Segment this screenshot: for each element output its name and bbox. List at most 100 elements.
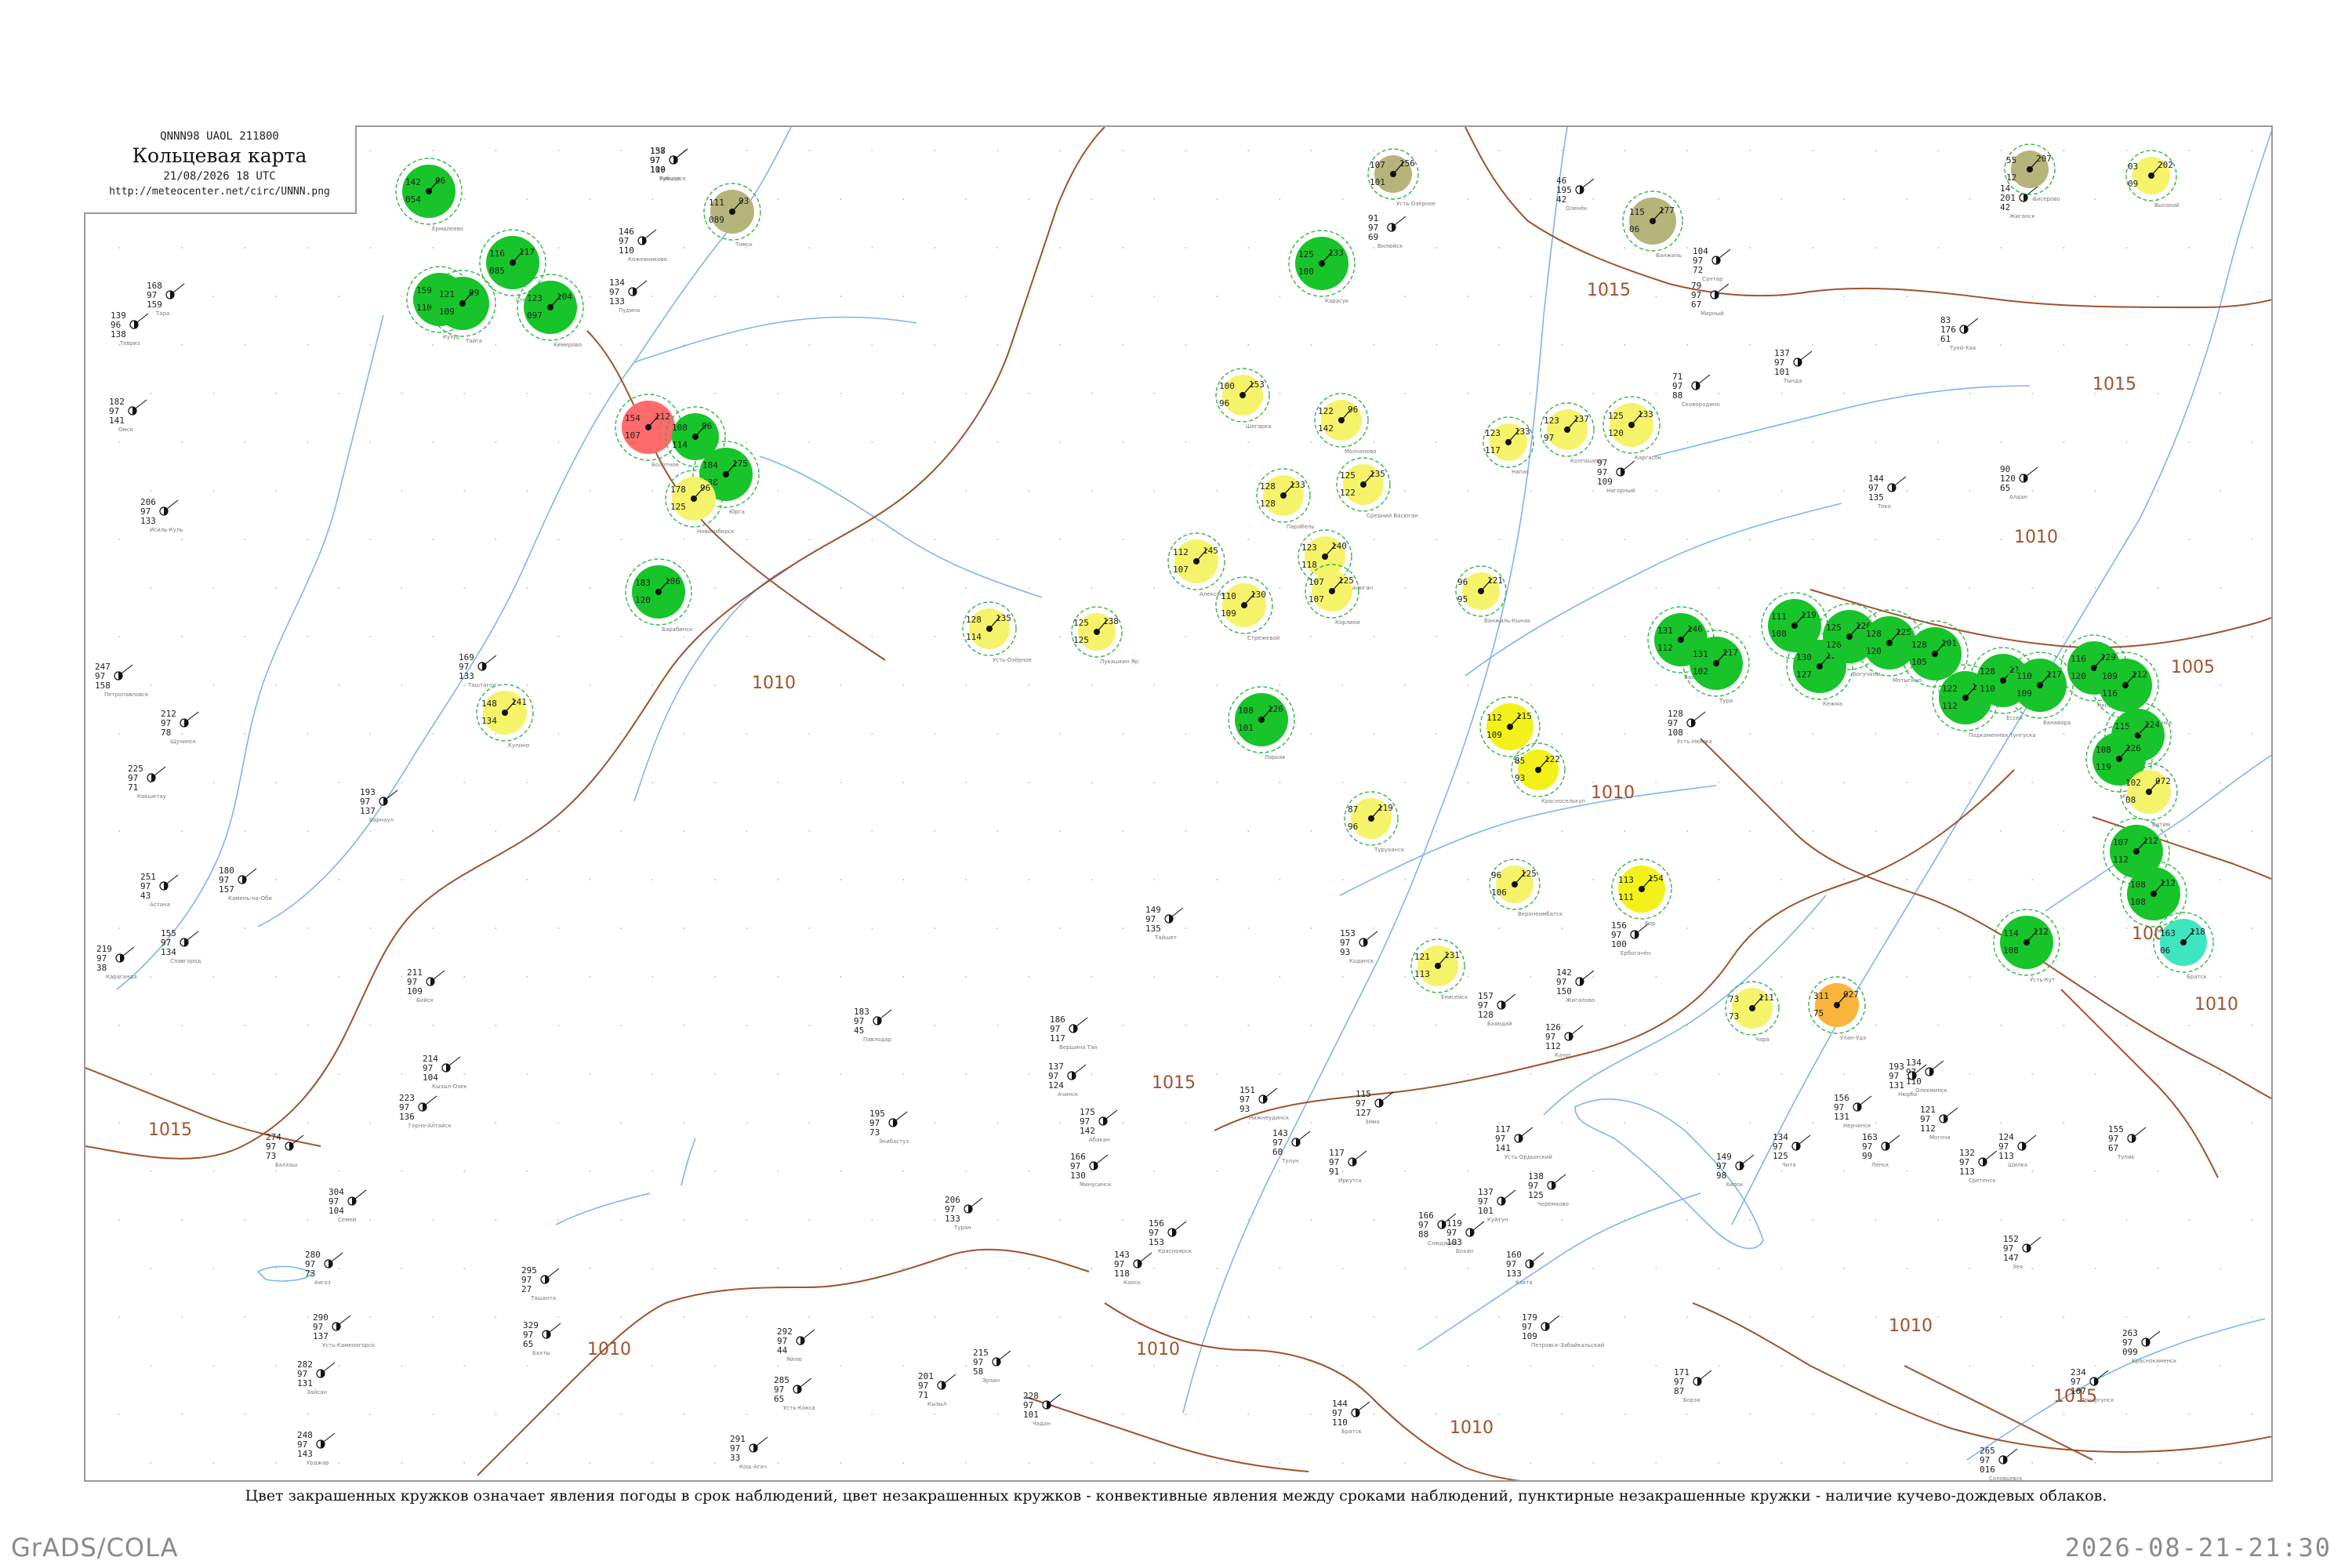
weather-station-rain[interactable]: 10896114Тисуль [665, 406, 726, 474]
map-url[interactable]: http://meteocenter.net/circ/UNNN.png [109, 186, 330, 198]
map-canvas[interactable]: 1015 1015 1015 1010 1010 1010 1005 1005 … [85, 127, 2273, 1482]
weather-station-rain[interactable]: 109112116Преображенка [2092, 652, 2172, 726]
weather-station-thunder[interactable]: 112115109Тарко-Сале [1479, 696, 1546, 764]
